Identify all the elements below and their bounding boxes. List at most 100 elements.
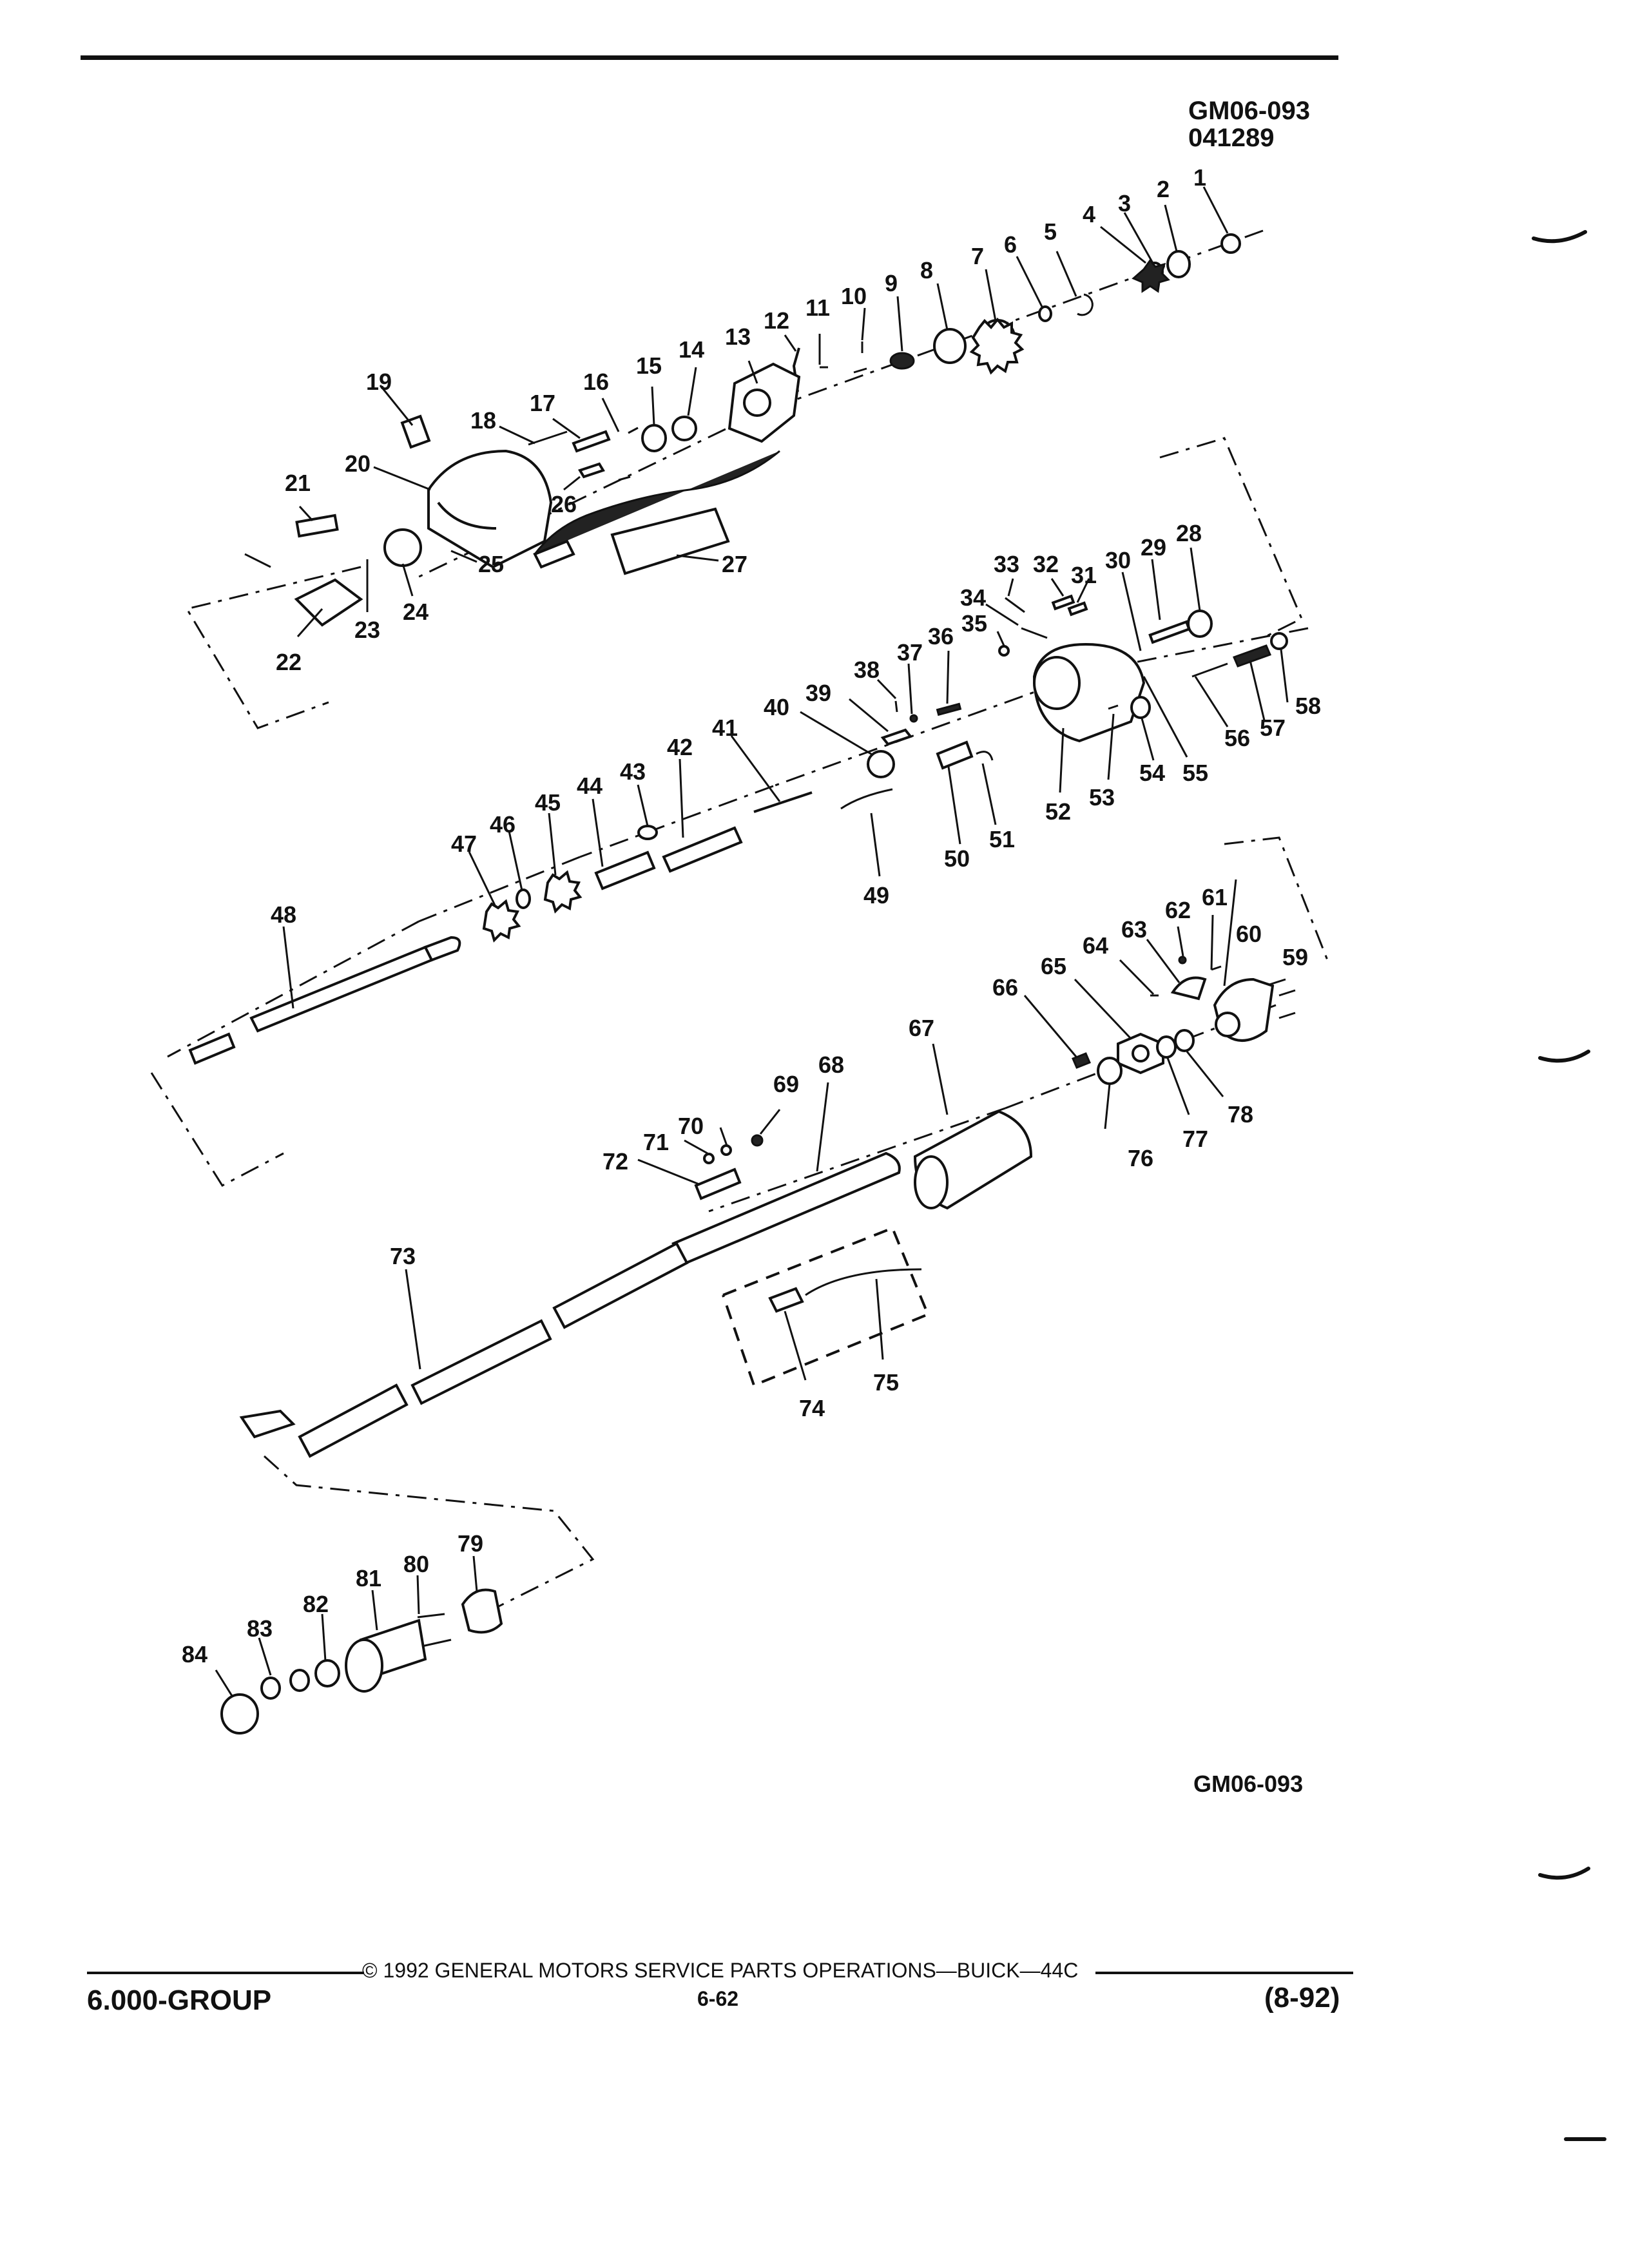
callout-25: 25	[478, 551, 504, 577]
callout-69: 69	[773, 1071, 799, 1097]
callout-47: 47	[451, 831, 477, 857]
callout-9: 9	[885, 270, 898, 296]
footer-rule-right	[1095, 1972, 1353, 1974]
callout-43: 43	[620, 758, 646, 785]
callout-41: 41	[712, 715, 738, 741]
callout-4: 4	[1083, 201, 1095, 227]
callout-80: 80	[403, 1551, 429, 1577]
callout-7: 7	[971, 243, 984, 269]
callout-28: 28	[1176, 520, 1202, 546]
callout-52: 52	[1045, 798, 1071, 825]
callout-46: 46	[490, 811, 516, 838]
callout-53: 53	[1089, 784, 1115, 811]
callout-29: 29	[1141, 534, 1166, 561]
callout-39: 39	[805, 680, 831, 706]
callout-38: 38	[854, 657, 880, 683]
callout-15: 15	[636, 352, 662, 379]
callout-63: 63	[1121, 916, 1147, 943]
callout-2: 2	[1157, 176, 1170, 202]
footer-copyright: © 1992 GENERAL MOTORS SERVICE PARTS OPER…	[362, 1959, 1079, 1982]
callout-74: 74	[799, 1395, 825, 1421]
callout-14: 14	[679, 336, 704, 363]
upper-assembly-group	[185, 229, 1264, 729]
callout-24: 24	[403, 599, 429, 625]
callout-68: 68	[818, 1052, 844, 1078]
callout-84: 84	[182, 1641, 207, 1667]
callout-66: 66	[992, 974, 1018, 1001]
callout-45: 45	[535, 789, 561, 816]
callout-61: 61	[1202, 884, 1228, 910]
top-rule	[81, 55, 1338, 60]
callout-65: 65	[1041, 953, 1066, 979]
callout-11: 11	[805, 294, 830, 321]
footer-rule-left	[87, 1972, 364, 1974]
callout-32: 32	[1033, 551, 1059, 577]
callout-73: 73	[390, 1243, 416, 1269]
callout-40: 40	[764, 694, 789, 720]
callout-22: 22	[276, 649, 302, 675]
callout-13: 13	[725, 323, 751, 350]
callout-18: 18	[470, 407, 496, 434]
callout-71: 71	[643, 1129, 669, 1155]
callout-37: 37	[897, 639, 923, 666]
callout-16: 16	[583, 369, 609, 395]
callout-55: 55	[1182, 760, 1208, 786]
figure-id-top: GM06-093	[1188, 97, 1310, 125]
margin-marks	[1532, 230, 1606, 2141]
callout-58: 58	[1295, 693, 1321, 719]
callout-12: 12	[764, 307, 789, 334]
callout-56: 56	[1224, 725, 1250, 751]
callout-54: 54	[1139, 760, 1165, 786]
callout-79: 79	[458, 1530, 483, 1557]
callout-30: 30	[1105, 547, 1131, 573]
callout-64: 64	[1083, 932, 1108, 959]
callout-67: 67	[909, 1015, 934, 1041]
callout-62: 62	[1165, 897, 1191, 923]
footer-group: 6.000-GROUP	[87, 1984, 272, 2016]
callout-33: 33	[994, 551, 1019, 577]
callout-51: 51	[989, 826, 1015, 852]
callout-72: 72	[602, 1148, 628, 1175]
callout-19: 19	[366, 369, 392, 395]
callout-27: 27	[722, 551, 747, 577]
bottom-assembly-group	[220, 1588, 503, 1735]
callout-57: 57	[1260, 715, 1286, 741]
leader-lines	[215, 186, 1289, 1696]
callout-78: 78	[1228, 1101, 1253, 1128]
footer-date: (8-92)	[1264, 1982, 1340, 2013]
figure-id-bottom: GM06-093	[1193, 1771, 1304, 1797]
callout-34: 34	[960, 584, 986, 611]
callout-20: 20	[345, 450, 371, 477]
callout-21: 21	[285, 470, 311, 496]
callout-83: 83	[247, 1615, 273, 1642]
callout-3: 3	[1118, 190, 1131, 216]
callout-31: 31	[1071, 562, 1097, 588]
middle-assembly-group	[150, 437, 1309, 1187]
callout-49: 49	[863, 882, 889, 908]
callout-50: 50	[944, 845, 970, 872]
callout-26: 26	[551, 491, 577, 517]
callout-10: 10	[841, 283, 867, 309]
callout-77: 77	[1182, 1126, 1208, 1152]
lower-assembly-group	[239, 836, 1329, 1612]
callout-labels: 1 2 3 4 5 6 7 8 9 10 11 12 13 14 15 16 1…	[182, 164, 1321, 1667]
callout-75: 75	[873, 1369, 899, 1396]
callout-76: 76	[1128, 1145, 1153, 1171]
footer-page: 6-62	[697, 1987, 739, 2010]
callout-23: 23	[354, 617, 380, 643]
callout-6: 6	[1004, 231, 1017, 258]
callout-8: 8	[920, 257, 933, 284]
callout-60: 60	[1236, 921, 1262, 947]
callout-17: 17	[530, 390, 555, 416]
callout-35: 35	[961, 610, 987, 637]
callout-5: 5	[1044, 218, 1057, 245]
figure-code-top: 041289	[1188, 124, 1275, 152]
callout-44: 44	[577, 773, 602, 799]
callout-1: 1	[1193, 164, 1206, 191]
callout-59: 59	[1282, 944, 1308, 970]
callout-42: 42	[667, 734, 693, 760]
callout-70: 70	[678, 1113, 704, 1139]
callout-36: 36	[928, 623, 954, 649]
callout-81: 81	[356, 1565, 381, 1591]
